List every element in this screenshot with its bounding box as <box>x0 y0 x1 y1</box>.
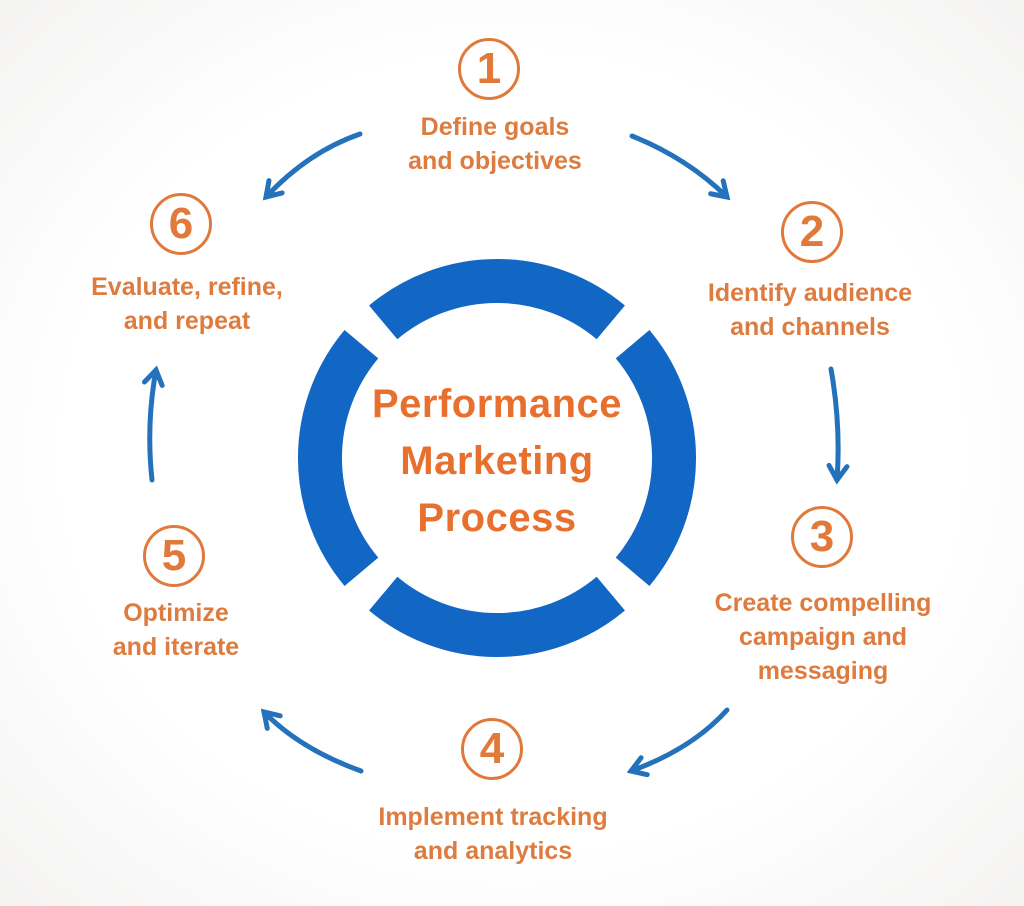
step-2-label-line-1: Identify audience <box>707 279 913 307</box>
step-6-number-badge: 6 <box>150 193 212 255</box>
flow-arrows <box>141 131 850 778</box>
step-6-number: 6 <box>168 199 194 248</box>
ring-arc-top <box>369 259 625 340</box>
step-1-label-line-2: and objectives <box>408 147 582 175</box>
ring-arc-left <box>298 330 379 586</box>
title-line-3: Process <box>417 496 577 540</box>
step-1-number: 1 <box>476 44 502 93</box>
step-4-number: 4 <box>479 724 505 773</box>
step-1-number-badge: 1 <box>458 38 520 100</box>
step-1-label-line-1: Define goals <box>420 113 570 141</box>
segmented-circle-ring-icon <box>298 259 696 657</box>
step-6-label-line-1: Evaluate, refine, <box>91 273 283 301</box>
step-2-number: 2 <box>799 207 825 256</box>
arrow-step1-to-step2-icon <box>629 133 731 201</box>
step-3-label-line-2: campaign and <box>738 623 908 651</box>
step-5-label: Optimize and iterate <box>13 596 339 664</box>
step-2-label: Identify audience and channels <box>647 276 973 344</box>
ring-arc-right <box>615 330 696 586</box>
diagram-title: Performance Marketing Process <box>334 376 660 547</box>
arrow-step1-to-step6-icon <box>262 131 363 201</box>
step-6-label-line-2: and repeat <box>123 307 251 335</box>
arrow-step4-to-step5-icon <box>260 708 364 774</box>
step-6-label: Evaluate, refine, and repeat <box>24 270 350 338</box>
step-5-number-badge: 5 <box>143 525 205 587</box>
ring-arc-bottom <box>369 576 625 657</box>
step-4-label-line-1: Implement tracking <box>378 803 608 831</box>
arrow-step5-to-step6-icon <box>141 365 165 483</box>
arrow-step3-to-step4-icon <box>626 707 730 778</box>
step-3-label-line-3: messaging <box>757 657 889 685</box>
step-4-label: Implement tracking and analytics <box>330 800 656 868</box>
step-2-label-line-2: and channels <box>730 313 890 341</box>
step-2-number-badge: 2 <box>781 201 843 263</box>
step-3-label: Create compelling campaign and messaging <box>660 586 986 688</box>
step-5-number: 5 <box>161 531 187 580</box>
step-4-label-line-2: and analytics <box>413 837 573 865</box>
title-line-2: Marketing <box>400 439 594 483</box>
step-3-label-line-1: Create compelling <box>714 589 932 617</box>
step-3-number: 3 <box>809 512 835 561</box>
step-3-number-badge: 3 <box>791 506 853 568</box>
title-line-1: Performance <box>371 382 623 426</box>
step-5-label-line-1: Optimize <box>123 599 229 627</box>
step-1-label: Define goals and objectives <box>332 110 658 178</box>
arrow-step2-to-step3-icon <box>826 366 850 485</box>
step-5-label-line-2: and iterate <box>112 633 240 661</box>
step-4-number-badge: 4 <box>461 718 523 780</box>
